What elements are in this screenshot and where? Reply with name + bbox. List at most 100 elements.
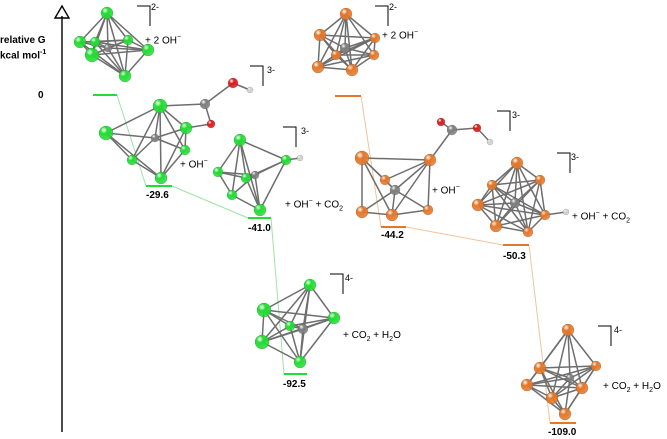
orange-cluster-1-atom [389, 184, 401, 196]
green-cluster-0-bond [79, 12, 108, 43]
green-cluster-2-atom [226, 189, 238, 201]
green-energy-2: -41.0 [248, 223, 271, 234]
green-connector-0 [116, 94, 147, 187]
orange-cluster-1-bond [394, 159, 431, 191]
green-cluster-3-bond [263, 309, 304, 330]
green-cluster-1-bond [160, 127, 187, 179]
orange-cluster-1-bond [361, 189, 396, 213]
orange-cluster-2-atom [522, 226, 534, 238]
orange-cluster-1-bond [427, 159, 431, 211]
green-cluster-2-atom [280, 154, 292, 166]
axis-label-line2: kcal mol-1 [0, 48, 47, 61]
green-cluster-0-bond [124, 39, 129, 77]
green-cluster-1-atom [98, 125, 114, 141]
green-cluster-1-atom [126, 154, 138, 166]
green-cluster-0 [73, 6, 155, 83]
green-cluster-1-bond [105, 132, 156, 139]
green-cluster-3-bond [299, 317, 335, 363]
orange-connector-1 [405, 226, 504, 246]
green-cluster-1-atom [199, 98, 211, 110]
orange-cluster-0-bond [345, 13, 376, 39]
orange-cluster-0-atom [369, 32, 381, 44]
charge-bracket-4 [375, 5, 389, 26]
green-cluster-3-atom [293, 355, 307, 369]
orange-cluster-0-atom [339, 7, 353, 21]
green-cluster-0-bond [94, 41, 126, 77]
orange-cluster-3-atom [520, 378, 534, 392]
energy-levels [93, 94, 576, 424]
green-cluster-3-bond [261, 341, 301, 363]
green-cluster-3-atom [284, 320, 296, 332]
green-cluster-0-atom [118, 69, 132, 83]
charge-bracket-7 [598, 325, 612, 346]
orange-cluster-0-atom [311, 60, 325, 74]
orange-cluster-0-bond [335, 13, 347, 56]
cluster-structures [73, 6, 602, 421]
orange-cluster-2-bond [491, 184, 497, 227]
green-energy-1: -29.6 [146, 190, 169, 201]
orange-cluster-1-bond [391, 209, 429, 216]
green-cluster-2 [212, 133, 304, 217]
green-cluster-0-atom [73, 35, 87, 49]
axis-label: relative G kcal mol-1 [0, 34, 46, 62]
orange-cluster-1-atom [422, 204, 434, 216]
orange-cluster-0-atom [345, 63, 359, 77]
green-cluster-2-bond [231, 139, 241, 196]
orange-cluster-2-atom [539, 209, 551, 221]
orange-cluster-3-atom [565, 373, 575, 383]
orange-cluster-3-atom [590, 360, 602, 372]
orange-cluster-1-atom [354, 150, 370, 166]
green-cluster-1-atom [179, 121, 193, 135]
green-cluster-0-bond [107, 47, 149, 51]
orange-cluster-2-bond [477, 179, 541, 206]
orange-charge-2: 3- [571, 152, 580, 162]
green-connector-1 [171, 185, 249, 219]
orange-cluster-2-atom [562, 208, 570, 216]
green-cluster-0-bond [106, 12, 149, 51]
orange-cluster-1-bond [384, 159, 431, 181]
green-cluster-1-atom [179, 144, 191, 156]
green-cluster-2-bond [254, 159, 287, 176]
green-cluster-3 [254, 278, 341, 369]
orange-cluster-3-bond [526, 384, 583, 389]
orange-energy-3: -109.0 [548, 427, 577, 438]
orange-cluster-0-atom [313, 28, 327, 42]
green-cluster-2-bond [259, 159, 287, 211]
green-cluster-2-bond [217, 139, 241, 173]
green-cluster-0-bond [94, 39, 129, 43]
orange-cluster-2-atom [486, 179, 498, 191]
green-cluster-2-atom [296, 154, 304, 162]
orange-cluster-3-bond [539, 367, 583, 389]
orange-cluster-3-bond [539, 365, 597, 369]
green-species-label-0: + 2 OH− [145, 34, 182, 47]
orange-cluster-2-bond [491, 179, 541, 186]
orange-connector-2 [528, 244, 551, 424]
charge-bracket-2 [283, 126, 297, 147]
orange-cluster-3-bond [539, 367, 566, 415]
orange-cluster-0-atom [368, 49, 380, 61]
orange-cluster-0-atom [330, 49, 342, 61]
axis-label-line1: relative G [0, 35, 46, 46]
orange-cluster-1-atom [355, 205, 369, 219]
orange-cluster-2-atom [510, 156, 524, 170]
green-cluster-1-bond [159, 103, 206, 107]
orange-species-label-1: + OH− [432, 184, 460, 197]
green-cluster-3-bond [289, 317, 335, 327]
green-cluster-3-atom [327, 311, 341, 325]
orange-species-label-0: + 2 OH− [382, 29, 419, 42]
orange-species-label-3: + CO2 + H2O [603, 381, 661, 395]
green-cluster-3-bond [309, 284, 335, 319]
orange-cluster-0-bond [345, 13, 375, 56]
orange-cluster-2-atom [489, 219, 503, 233]
green-cluster-3-bond [263, 309, 335, 319]
orange-cluster-2-bond [539, 179, 546, 216]
green-cluster-2-atom [250, 170, 260, 180]
green-cluster-2-atom [253, 203, 267, 217]
green-cluster-2-bond [239, 139, 247, 179]
green-cluster-1-bond [160, 149, 186, 179]
green-cluster-1-atom [246, 86, 254, 94]
green-cluster-1-bond [159, 105, 186, 151]
green-cluster-2-atom [233, 133, 247, 147]
orange-cluster-2-atom [509, 197, 521, 209]
